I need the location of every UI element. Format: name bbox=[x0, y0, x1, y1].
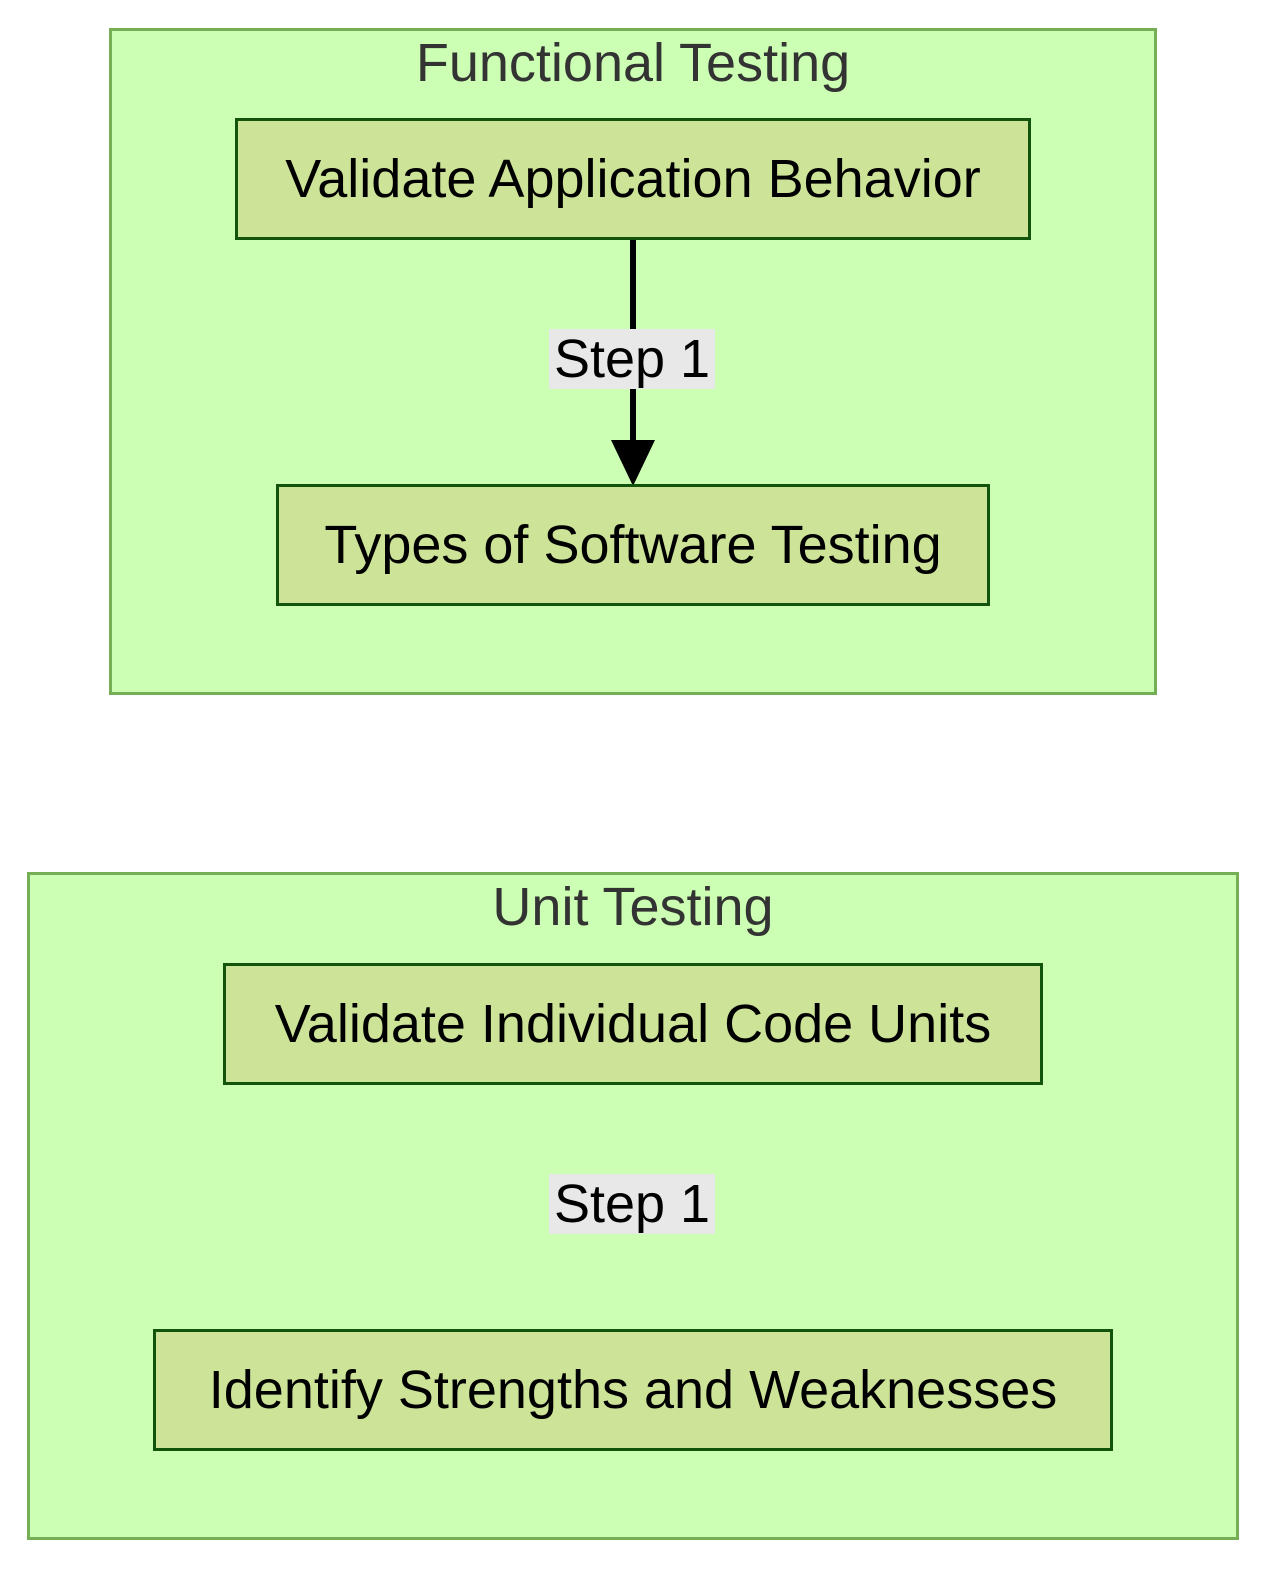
edge-label: Step 1 bbox=[549, 329, 715, 389]
edge-label: Step 1 bbox=[549, 1174, 715, 1234]
cluster-title: Unit Testing bbox=[492, 877, 774, 937]
node-types-of-software-testing[interactable]: Types of Software Testing bbox=[276, 484, 990, 606]
cluster-title: Functional Testing bbox=[415, 33, 851, 93]
node-validate-individual-code-units[interactable]: Validate Individual Code Units bbox=[223, 963, 1043, 1085]
node-validate-application-behavior[interactable]: Validate Application Behavior bbox=[235, 118, 1031, 240]
node-identify-strengths-and-weaknesses[interactable]: Identify Strengths and Weaknesses bbox=[153, 1329, 1113, 1451]
arrowhead-icon bbox=[611, 440, 655, 486]
